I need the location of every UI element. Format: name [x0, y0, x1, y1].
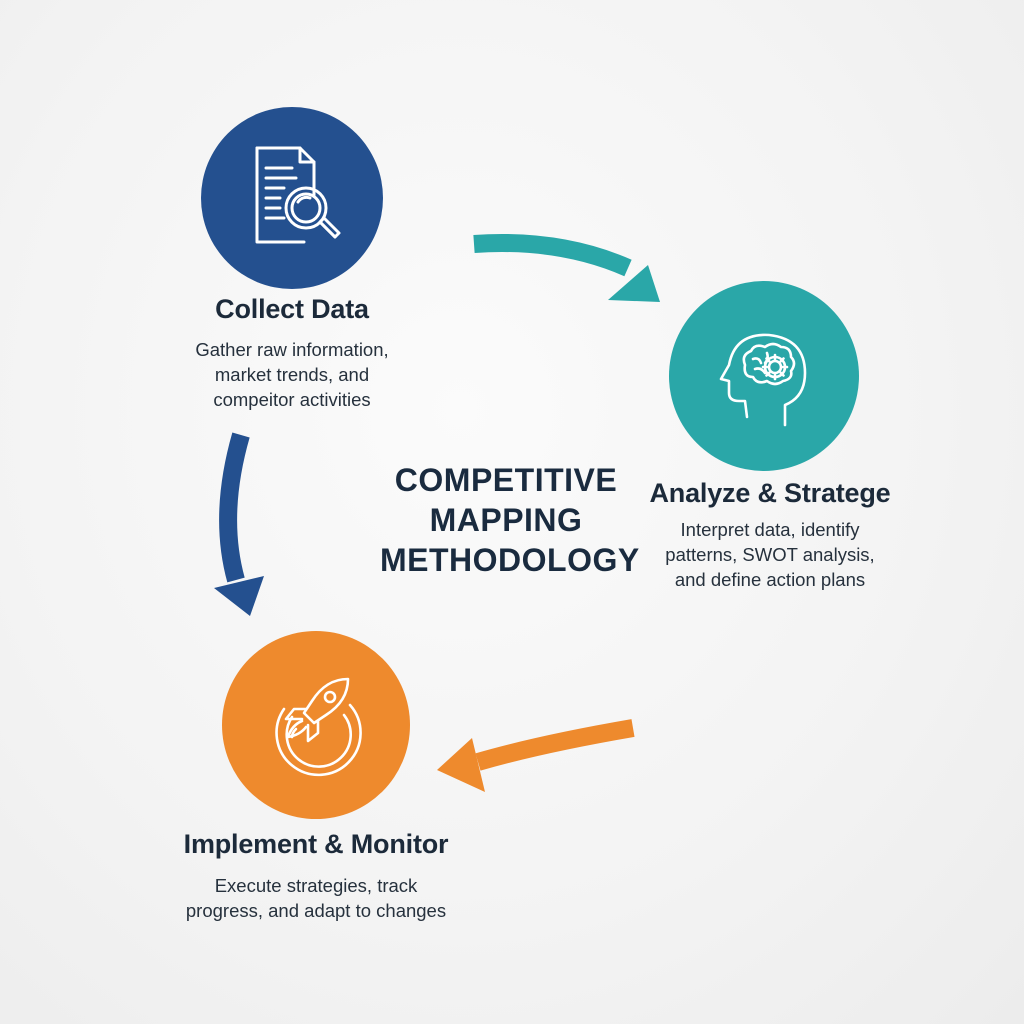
collect-data-circle [201, 107, 383, 289]
document-search-icon [255, 146, 341, 244]
collect-data-description-line: market trends, and [214, 364, 370, 385]
implement-monitor-title: Implement & Monitor [183, 829, 449, 859]
analyze-strategy-description-line: Interpret data, identify [680, 519, 860, 540]
diagram-title-line: COMPETITIVE [394, 462, 618, 498]
analyze-strategy-title: Analyze & Stratege [649, 478, 891, 508]
implement-monitor-description-line: Execute strategies, track [214, 875, 418, 896]
implement-monitor-circle [222, 631, 410, 819]
brain-gear-head-icon [719, 333, 807, 427]
implement-monitor-description: Execute strategies, track progress, and … [170, 873, 462, 923]
rocket-icon [275, 677, 362, 777]
analyze-strategy-circle [669, 281, 859, 471]
collect-data-description: Gather raw information, market trends, a… [150, 337, 434, 412]
implement-monitor-description-line: progress, and adapt to changes [185, 900, 447, 921]
analyze-strategy-description: Interpret data, identify patterns, SWOT … [640, 517, 900, 592]
analyze-strategy-description-line: and define action plans [674, 569, 866, 590]
collect-data-title: Collect Data [215, 294, 369, 324]
analyze-strategy-description-line: patterns, SWOT analysis, [665, 544, 875, 565]
collect-data-description-line: Gather raw information, [195, 339, 389, 360]
diagram-title-line: MAPPING [429, 502, 583, 538]
diagram-title: COMPETITIVE MAPPING METHODOLOGY [380, 460, 640, 580]
collect-data-description-line: compeitor activities [213, 389, 371, 410]
diagram-title-line: METHODOLOGY [380, 542, 640, 578]
